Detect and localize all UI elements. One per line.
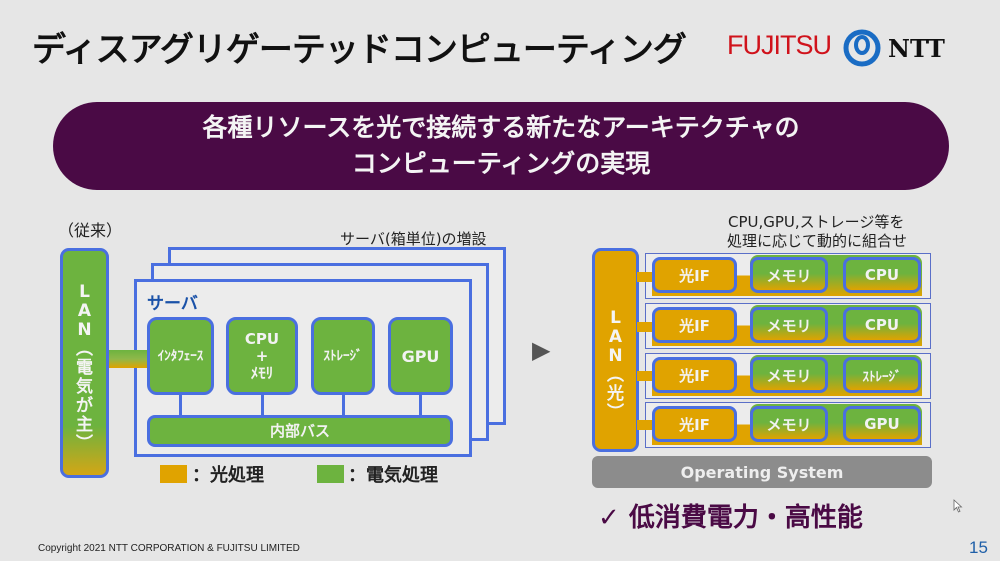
lan-connector bbox=[109, 350, 149, 368]
memory-unit: メモリ bbox=[750, 357, 828, 393]
bus-link bbox=[419, 395, 422, 416]
benefit-text: ✓ 低消費電力・高性能 bbox=[598, 503, 863, 533]
server-expansion-label: サーバ(箱単位)の増設 bbox=[340, 230, 487, 248]
ntt-logo-text: NTT bbox=[888, 34, 945, 63]
bus-link bbox=[261, 395, 264, 416]
mouse-cursor-icon bbox=[953, 499, 963, 513]
legend-swatch-electrical bbox=[317, 465, 344, 483]
fujitsu-logo: FUJITSU bbox=[727, 30, 832, 60]
row-connector bbox=[637, 420, 653, 430]
component-storage: ｽﾄﾚｰｼﾞ bbox=[311, 317, 375, 395]
legend-label-optical: ：光処理 bbox=[192, 465, 264, 486]
right-caption-line-1: CPU,GPU,ストレージ等を bbox=[728, 213, 905, 231]
storage-unit: ｽﾄﾚｰｼﾞ bbox=[843, 357, 921, 393]
server-title: サーバ bbox=[147, 294, 198, 314]
bus-link bbox=[342, 395, 345, 416]
component-cpu-memory: CPU + ﾒﾓﾘ bbox=[226, 317, 298, 395]
slide-title: ディスアグリゲーテッドコンピューティング bbox=[32, 30, 687, 70]
optical-if: 光IF bbox=[652, 406, 737, 442]
legend-label-electrical: ：電気処理 bbox=[348, 465, 438, 486]
component-gpu: GPU bbox=[388, 317, 453, 395]
right-caption-line-2: 処理に応じて動的に組合せ bbox=[727, 232, 908, 250]
row-connector bbox=[637, 371, 653, 381]
banner-line-2: コンピューティングの実現 bbox=[351, 149, 651, 178]
internal-bus: 内部バス bbox=[147, 415, 453, 447]
conventional-label: （従来） bbox=[58, 221, 123, 240]
ntt-logo-icon bbox=[843, 29, 881, 67]
optical-if: 光IF bbox=[652, 307, 737, 343]
legend-swatch-optical bbox=[160, 465, 187, 483]
headline-banner: 各種リソースを光で接続する新たなアーキテクチャの コンピューティングの実現 bbox=[53, 102, 949, 190]
row-connector bbox=[637, 322, 653, 332]
memory-unit: メモリ bbox=[750, 406, 828, 442]
memory-unit: メモリ bbox=[750, 307, 828, 343]
gpu-unit: GPU bbox=[843, 406, 921, 442]
component-interface: ｲﾝﾀﾌｪｰｽ bbox=[147, 317, 214, 395]
copyright-text: Copyright 2021 NTT CORPORATION & FUJITSU… bbox=[38, 543, 300, 554]
bus-link bbox=[179, 395, 182, 416]
memory-unit: メモリ bbox=[750, 257, 828, 293]
optical-if: 光IF bbox=[652, 257, 737, 293]
operating-system-bar: Operating System bbox=[592, 456, 932, 488]
transition-arrow-icon: ▶ bbox=[532, 336, 551, 364]
compute-unit: CPU bbox=[843, 257, 921, 293]
row-connector bbox=[637, 272, 653, 282]
banner-line-1: 各種リソースを光で接続する新たなアーキテクチャの bbox=[202, 113, 800, 142]
page-number: 15 bbox=[969, 538, 988, 557]
compute-unit: CPU bbox=[843, 307, 921, 343]
optical-if: 光IF bbox=[652, 357, 737, 393]
